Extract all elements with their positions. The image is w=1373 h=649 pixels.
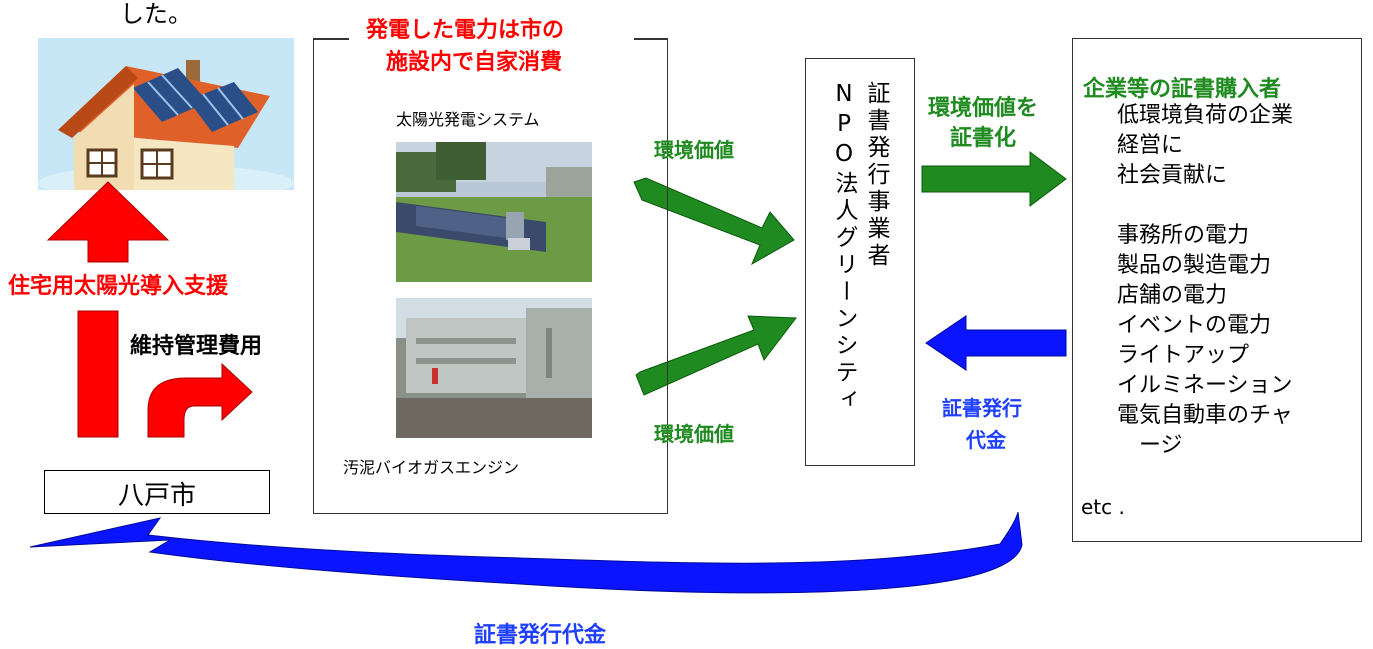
buyers-item: 社会貢献に: [1117, 163, 1228, 188]
env-value-label-bottom: 環境価値: [654, 422, 734, 446]
buyers-item: イルミネーション: [1117, 373, 1293, 398]
blue-curved-fee-arrow: [29, 511, 1023, 594]
buyers-title: 企業等の証書購入者: [1083, 77, 1282, 102]
top-cut-text: した。: [120, 0, 192, 28]
green-arrow-biogas: [635, 315, 797, 396]
buyers-box: 企業等の証書購入者 低環境負荷の企業 経営に 社会貢献に 事務所の電力 製品の製…: [1072, 38, 1362, 542]
bracket-top-right: [634, 38, 668, 40]
buyers-item: 店舗の電力: [1117, 283, 1228, 308]
buyers-item: ライトアップ: [1117, 343, 1250, 368]
bracket-top-left: [313, 38, 349, 40]
buyers-item: 事務所の電力: [1117, 223, 1250, 248]
issuer-col1: 証書発行事業者: [863, 81, 889, 270]
buyers-item: 製品の製造電力: [1117, 253, 1272, 278]
buyers-item-spacer: [1117, 191, 1293, 221]
env-value-label-top: 環境価値: [654, 138, 734, 162]
red-up-arrow: [46, 181, 170, 438]
facility-title-line1: 発電した電力は市の: [366, 18, 565, 43]
buyers-item: 電気自動車のチャ: [1117, 403, 1293, 428]
fee-label-line1: 証書発行: [942, 396, 1022, 420]
blue-arrow-fee: [925, 315, 1067, 371]
green-arrow-solar: [633, 177, 795, 266]
city-box: 八戸市: [44, 470, 270, 514]
house-illustration: [38, 38, 294, 190]
bottom-fee-label: 証書発行代金: [474, 623, 607, 648]
facility-title-line2: 施設内で自家消費: [386, 50, 563, 75]
green-arrow-certify: [921, 151, 1067, 207]
support-label: 住宅用太陽光導入支援: [8, 274, 229, 299]
solar-photo: [396, 142, 592, 282]
solar-caption: 太陽光発電システム: [396, 110, 540, 129]
buyers-item: 低環境負荷の企業: [1117, 103, 1294, 128]
issuer-box: 証書発行事業者 NPO法人グリーンシティ: [805, 58, 915, 466]
fee-label-line2: 代金: [966, 428, 1006, 452]
certify-label-line2: 証書化: [950, 126, 1017, 151]
certify-label-line1: 環境価値を: [928, 96, 1039, 121]
buyers-item: ージ: [1139, 433, 1183, 458]
facility-bracket: [313, 38, 668, 514]
city-label: 八戸市: [117, 481, 196, 511]
biogas-caption: 汚泥バイオガスエンジン: [343, 458, 520, 477]
buyers-item: 経営に: [1117, 133, 1184, 158]
biogas-photo: [396, 298, 592, 438]
maintenance-label: 維持管理費用: [130, 334, 263, 359]
red-curved-arrow: [147, 362, 253, 438]
buyers-footer: etc .: [1081, 495, 1125, 519]
buyers-list: 低環境負荷の企業 経営に 社会貢献に 事務所の電力 製品の製造電力 店舗の電力 …: [1117, 101, 1293, 461]
buyers-item: イベントの電力: [1117, 313, 1272, 338]
issuer-col2: NPO法人グリーンシティ: [831, 81, 857, 414]
